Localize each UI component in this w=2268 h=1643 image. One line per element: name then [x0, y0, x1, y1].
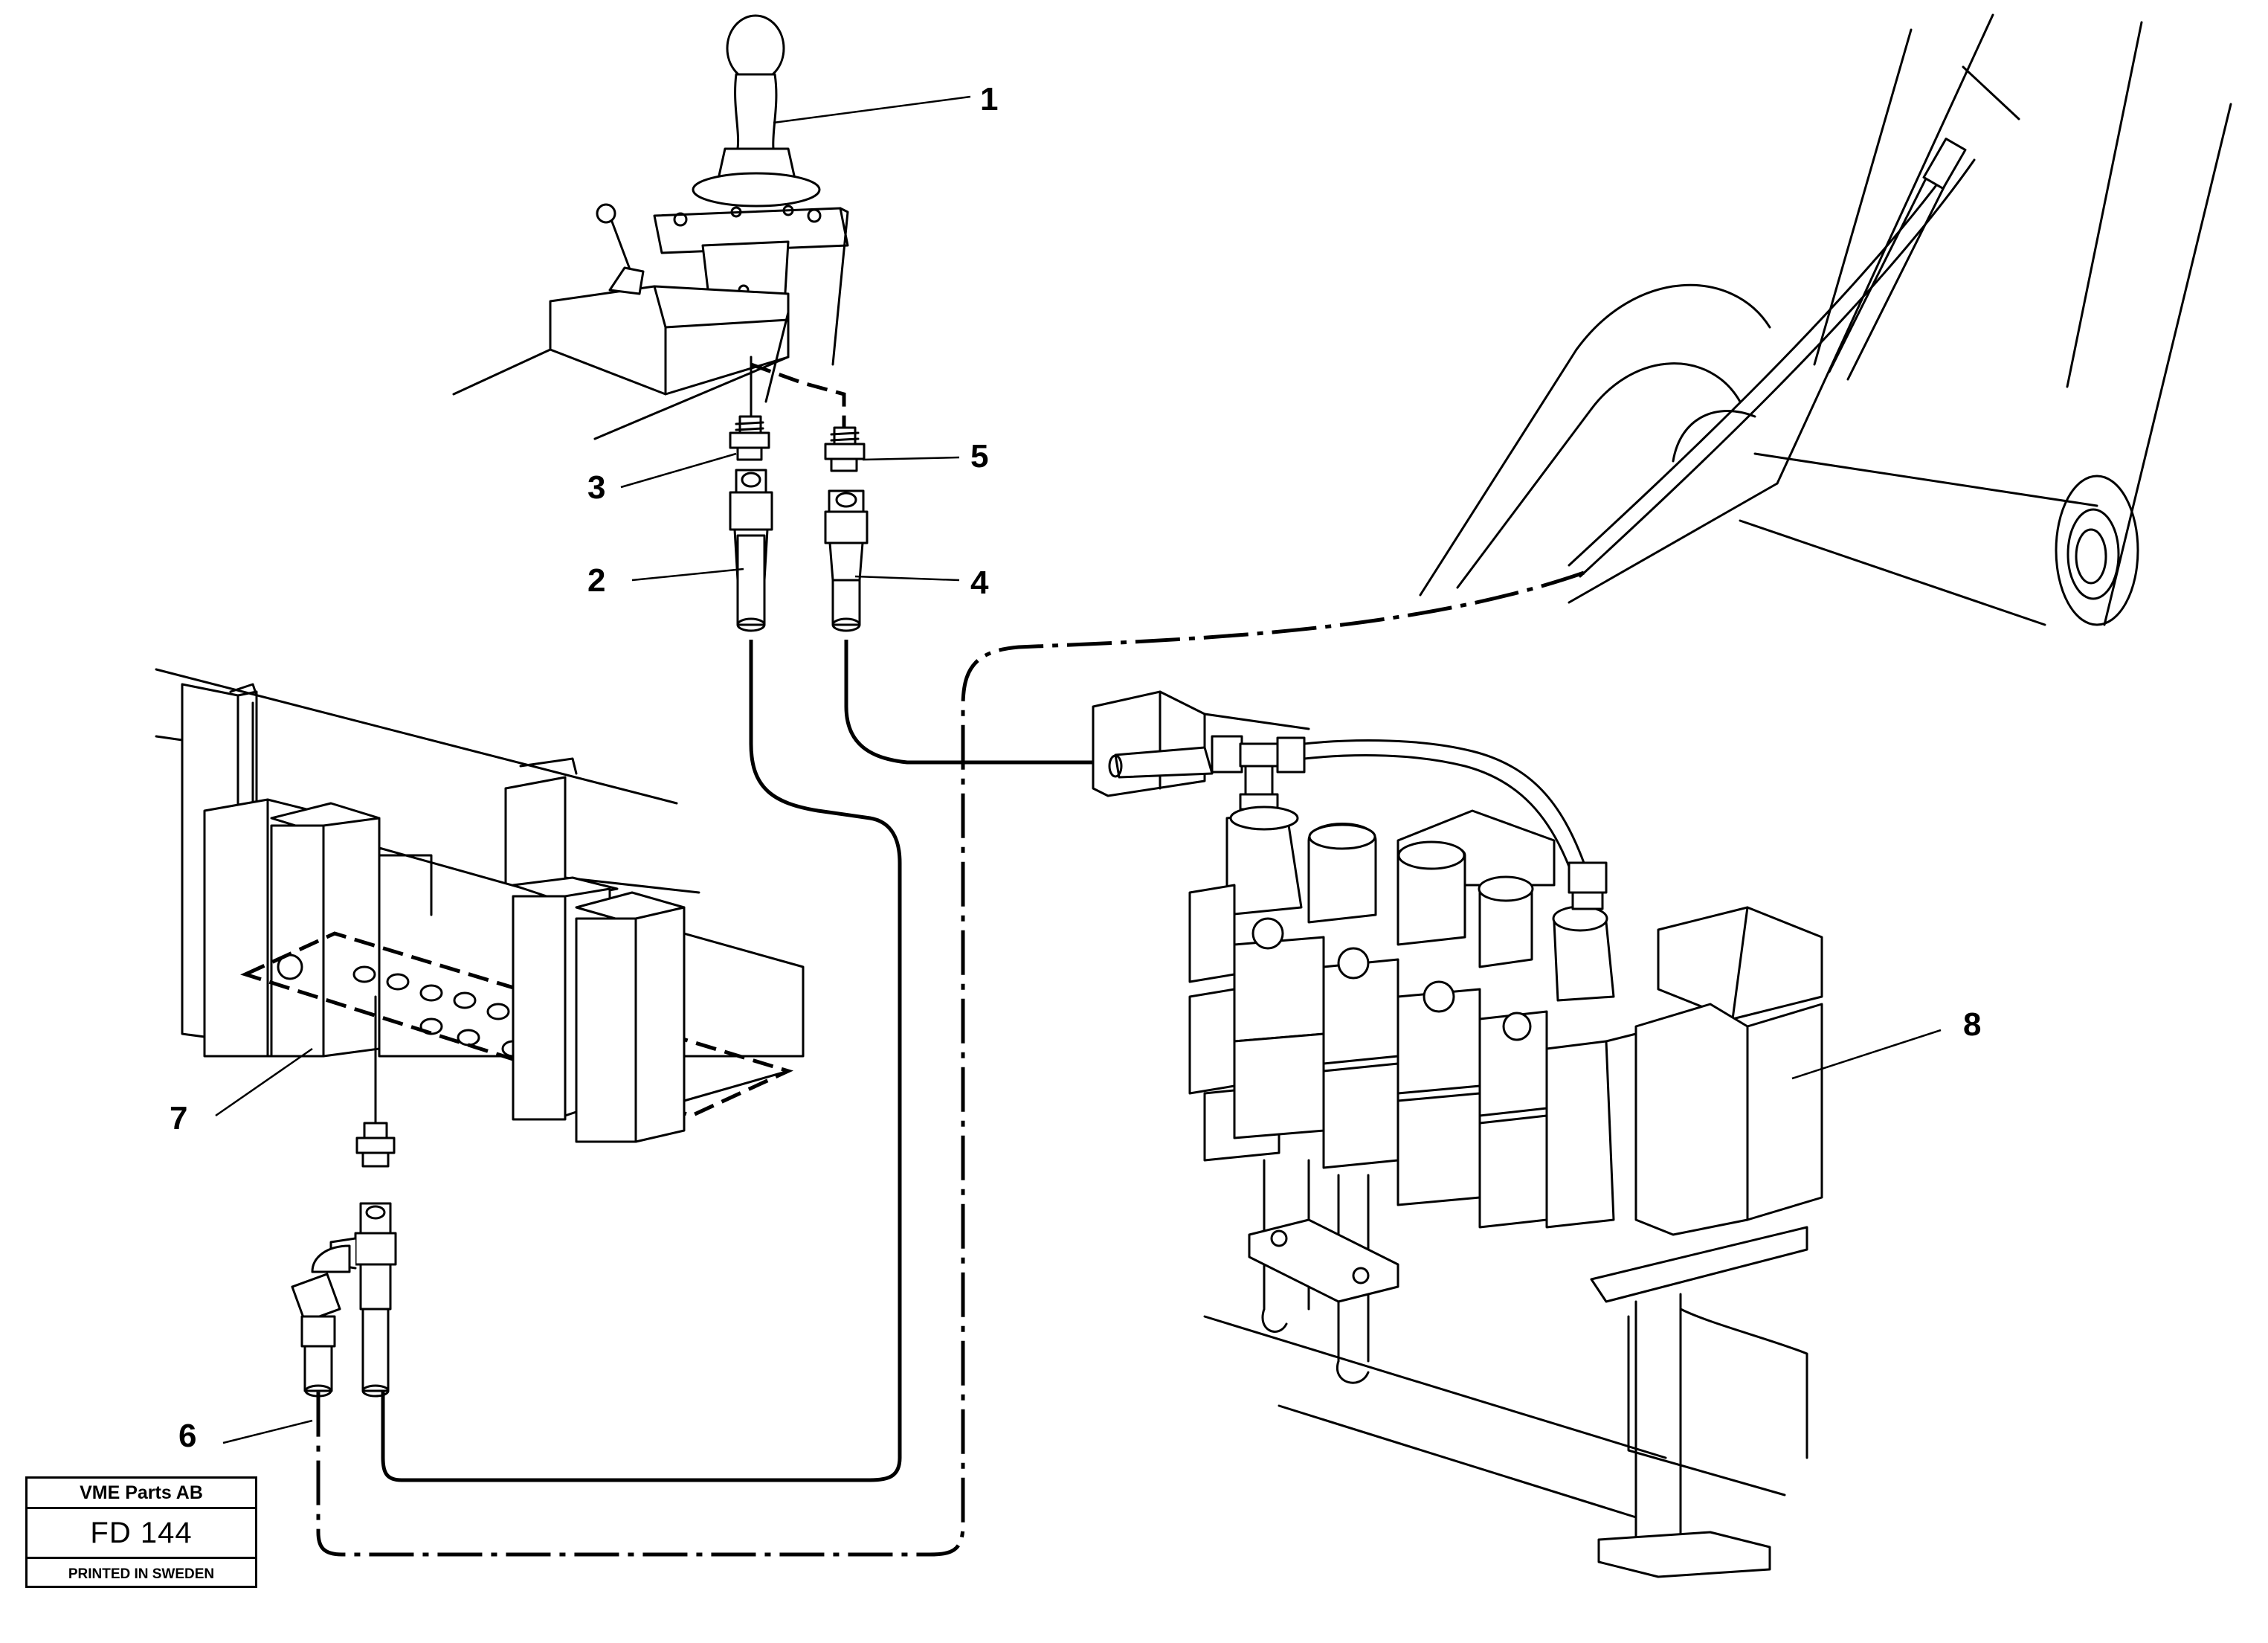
title-block-printed: PRINTED IN SWEDEN [68, 1566, 215, 1582]
callout-leaders [215, 95, 1942, 1444]
boom-arm [1419, 13, 2232, 626]
title-block-company: VME Parts AB [28, 1479, 255, 1509]
callout-4: 4 [970, 565, 989, 601]
hose-run-boom [316, 570, 1585, 1557]
control-lever-assembly [452, 14, 849, 440]
callout-5: 5 [970, 438, 988, 475]
hose-2 [729, 469, 773, 632]
valve-block-7 [155, 668, 805, 1143]
callout-2: 2 [587, 562, 605, 599]
title-block-code: FD 144 [28, 1509, 255, 1559]
callout-1: 1 [980, 81, 998, 118]
adapter-fitting-3 [729, 415, 770, 461]
callout-7: 7 [170, 1100, 187, 1136]
hose-run-2 [381, 640, 902, 1482]
main-control-valve-8 [1092, 690, 1823, 1578]
union-fitting-6 [291, 995, 397, 1398]
callout-6: 6 [178, 1418, 196, 1454]
hose-run-4 [844, 640, 1115, 765]
adapter-fitting-5 [824, 426, 866, 472]
title-block: VME Parts AB FD 144 PRINTED IN SWEDEN [25, 1476, 257, 1588]
callout-8: 8 [1963, 1006, 1981, 1043]
hose-4 [824, 489, 869, 632]
callout-3: 3 [587, 469, 605, 506]
